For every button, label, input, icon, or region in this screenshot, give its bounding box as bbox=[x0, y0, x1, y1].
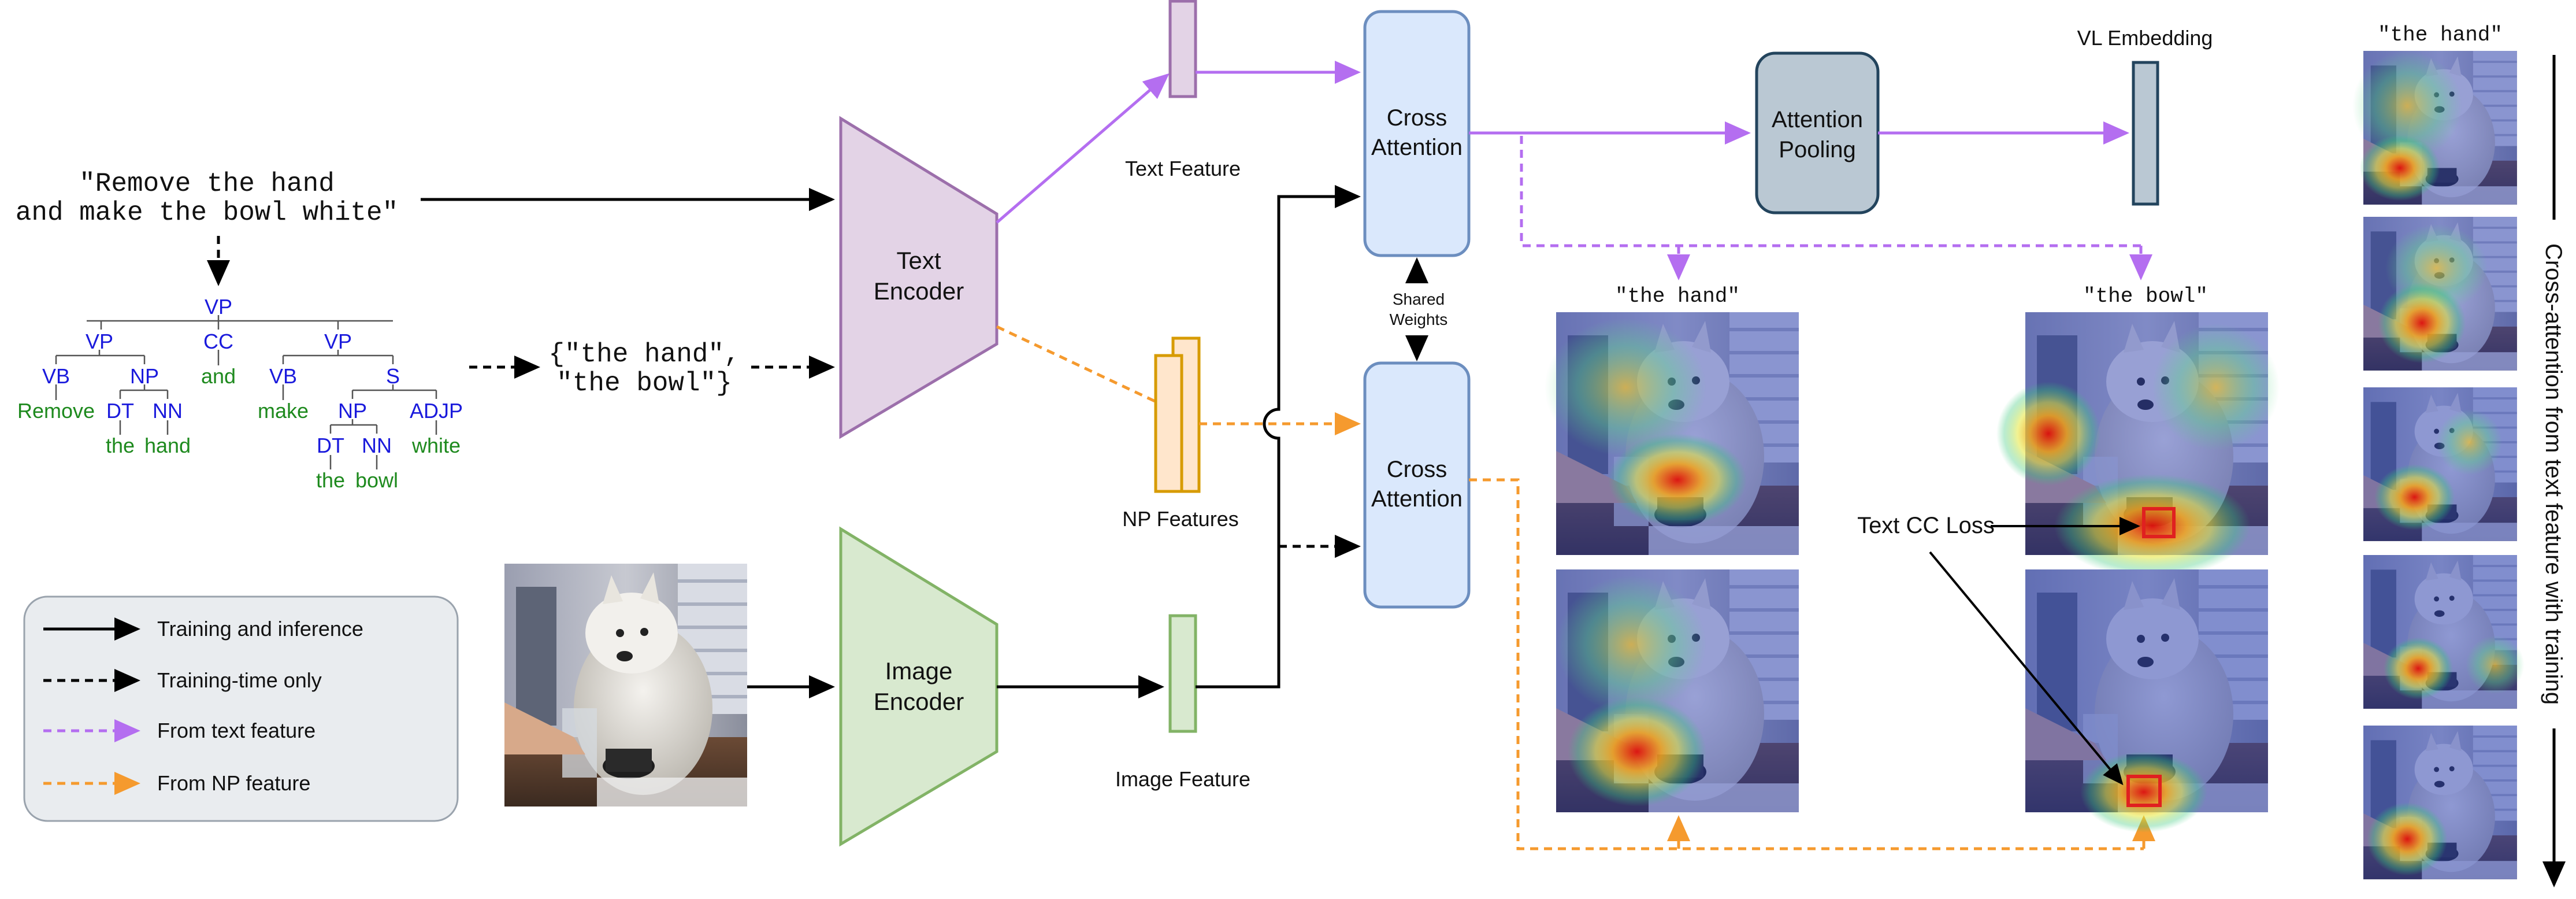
cross-attention-top-label-1: Cross bbox=[1387, 105, 1447, 131]
tree-node-np2: NP bbox=[338, 399, 367, 423]
image-feature-label: Image Feature bbox=[1115, 767, 1250, 791]
tree-node-adjp: ADJP bbox=[410, 399, 463, 423]
vl-embedding-label: VL Embedding bbox=[2077, 26, 2213, 50]
legend-label-training-inference: Training and inference bbox=[157, 617, 363, 641]
text-cc-loss-arrow-bottom bbox=[1929, 551, 2124, 786]
vl-embedding-bar bbox=[2132, 61, 2159, 206]
image-feature-to-top-cross-attention-arrow bbox=[1196, 185, 1361, 689]
input-sentence-line2: and make the bowl white" bbox=[16, 198, 399, 228]
attention-pooling-label-1: Attention bbox=[1772, 107, 1863, 132]
tree-node-s: S bbox=[386, 364, 400, 388]
cross-attention-top bbox=[1363, 10, 1471, 257]
image-encoder bbox=[839, 526, 999, 847]
shared-weights-label-1: Shared bbox=[1393, 290, 1445, 308]
tree-word-make: make bbox=[258, 399, 309, 423]
tree-node-dt2: DT bbox=[317, 434, 344, 457]
training-progress-label: Cross-attention from text feature with t… bbox=[2541, 243, 2566, 705]
input-sentence-line1: "Remove the hand bbox=[79, 169, 335, 199]
training-heatmap-1 bbox=[2352, 50, 2518, 206]
tree-node-vb2: VB bbox=[269, 364, 297, 388]
tree-node-np1: NP bbox=[130, 364, 159, 388]
text-encoder-label-2: Encoder bbox=[874, 278, 964, 305]
shared-weights-label-2: Weights bbox=[1390, 310, 1448, 328]
parse-tree bbox=[55, 315, 437, 469]
np-feature-bar-2 bbox=[1154, 354, 1183, 493]
tree-word-and: and bbox=[201, 364, 236, 388]
text-feature-bar bbox=[1168, 0, 1197, 98]
image-encoder-label-1: Image bbox=[885, 657, 953, 685]
tree-word-the2: the bbox=[316, 468, 345, 492]
tree-node-right-vp: VP bbox=[324, 330, 352, 353]
cross-attention-top-label-2: Attention bbox=[1371, 135, 1463, 160]
legend-label-text-feature: From text feature bbox=[157, 719, 315, 742]
loss-box-bottom bbox=[2126, 775, 2162, 807]
tree-node-dt1: DT bbox=[106, 399, 134, 423]
text-encoder bbox=[839, 116, 999, 439]
legend-box bbox=[23, 595, 459, 822]
tree-node-vb1: VB bbox=[42, 364, 70, 388]
attention-pooling bbox=[1755, 51, 1880, 214]
right-column-title: "the hand" bbox=[2378, 23, 2503, 47]
cross-attention-bottom-label-2: Attention bbox=[1371, 486, 1463, 512]
training-heatmap-4 bbox=[2362, 554, 2525, 710]
heatmap-bowl-text-feature bbox=[1996, 312, 2280, 578]
heatmap-bowl-np-feature bbox=[2025, 569, 2268, 833]
tree-word-remove: Remove bbox=[17, 399, 95, 423]
tree-word-bowl: bowl bbox=[355, 468, 398, 492]
tree-node-nn1: NN bbox=[153, 399, 183, 423]
np-set-line2: "the bowl"} bbox=[556, 368, 732, 398]
tree-word-white: white bbox=[411, 434, 461, 457]
cross-attention-bottom bbox=[1363, 361, 1471, 609]
loss-box-top bbox=[2142, 507, 2176, 538]
cross-attention-bottom-label-1: Cross bbox=[1387, 457, 1447, 482]
training-heatmap-5 bbox=[2362, 724, 2518, 880]
text-cc-loss-label: Text CC Loss bbox=[1857, 513, 1995, 538]
image-encoder-label-2: Encoder bbox=[874, 688, 964, 715]
image-feature-bar bbox=[1168, 614, 1197, 733]
np-features-label: NP Features bbox=[1122, 507, 1238, 531]
attention-pooling-label-2: Pooling bbox=[1779, 137, 1855, 162]
legend-label-np-feature: From NP feature bbox=[157, 771, 310, 795]
encoder-to-text-feature-arrow bbox=[996, 73, 1170, 224]
tree-node-cc: CC bbox=[203, 330, 233, 353]
training-heatmap-2 bbox=[2362, 216, 2518, 372]
tree-node-root-vp: VP bbox=[205, 295, 232, 319]
heatmap-label-bowl: "the bowl" bbox=[2083, 284, 2208, 308]
heatmap-hand-text-feature bbox=[1545, 312, 1799, 555]
legend-label-training-only: Training-time only bbox=[157, 668, 322, 692]
tree-node-left-vp: VP bbox=[86, 330, 113, 353]
input-dog-photo bbox=[504, 564, 747, 806]
tree-node-nn2: NN bbox=[362, 434, 392, 457]
tree-word-the1: the bbox=[106, 434, 135, 457]
training-heatmap-3 bbox=[2362, 386, 2518, 542]
heatmap-label-hand: "the hand" bbox=[1615, 284, 1740, 308]
text-feature-label: Text Feature bbox=[1125, 157, 1241, 180]
tree-word-hand: hand bbox=[144, 434, 191, 457]
np-set-line1: {"the hand", bbox=[548, 339, 740, 369]
text-encoder-label-1: Text bbox=[896, 247, 941, 274]
heatmap-hand-np-feature bbox=[1556, 569, 1799, 812]
